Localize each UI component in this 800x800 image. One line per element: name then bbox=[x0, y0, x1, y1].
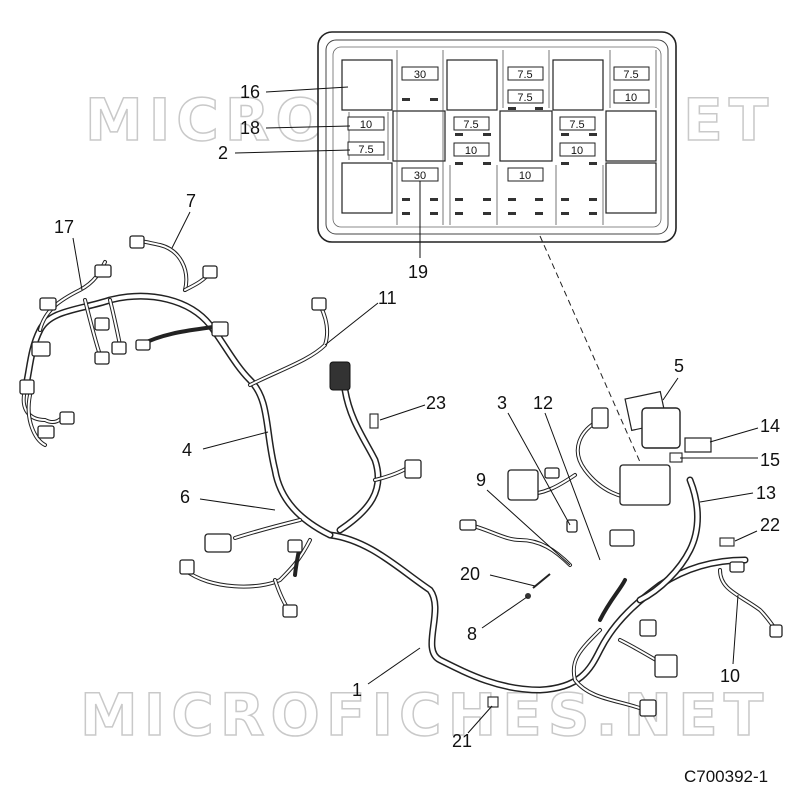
callout-8: 8 bbox=[467, 624, 477, 644]
relay-3 bbox=[552, 59, 604, 111]
sensor-part-23 bbox=[369, 413, 379, 429]
callout-6: 6 bbox=[180, 487, 190, 507]
fuse-7-5-d: 7.5 bbox=[347, 141, 385, 156]
callout-13: 13 bbox=[756, 483, 776, 503]
callout-20: 20 bbox=[460, 564, 480, 584]
ecu-module-5 bbox=[624, 390, 681, 449]
callout-7: 7 bbox=[186, 191, 196, 211]
fuse-rating: 7.5 bbox=[623, 69, 638, 81]
fuse-7-5-e: 7.5 bbox=[453, 116, 490, 131]
callout-18: 18 bbox=[240, 118, 260, 138]
fuse-rating: 10 bbox=[519, 170, 531, 182]
fuse-box: 30 7.5 7.5 7.5 10 10 7.5 7.5 bbox=[317, 31, 677, 243]
callout-4: 4 bbox=[182, 440, 192, 460]
callout-5: 5 bbox=[674, 356, 684, 376]
callout-2: 2 bbox=[218, 143, 228, 163]
callout-16: 16 bbox=[240, 82, 260, 102]
relay-2 bbox=[446, 59, 498, 111]
relay-4 bbox=[392, 110, 446, 162]
relay-6 bbox=[605, 110, 657, 162]
callout-11: 11 bbox=[378, 288, 397, 308]
fuse-10-a: 10 bbox=[613, 89, 650, 104]
callout-12: 12 bbox=[533, 393, 553, 413]
fuse-7-5-f: 7.5 bbox=[559, 116, 596, 131]
fuse-rating: 7.5 bbox=[517, 92, 532, 104]
relay-part-14 bbox=[684, 437, 712, 453]
leader-lines bbox=[72, 86, 759, 734]
fuse-10-d: 10 bbox=[559, 142, 596, 157]
fuse-10-c: 10 bbox=[453, 142, 490, 157]
fuse-rating: 7.5 bbox=[358, 144, 373, 156]
callout-10: 10 bbox=[720, 666, 740, 686]
callout-19: 19 bbox=[408, 262, 428, 282]
fuse-7-5-c: 7.5 bbox=[613, 66, 650, 81]
fuse-rating: 10 bbox=[465, 145, 477, 157]
relay-7 bbox=[341, 162, 393, 214]
callout-17: 17 bbox=[54, 217, 74, 237]
watermark-bottom: MICROFICHES.NET bbox=[80, 681, 769, 749]
relay-5 bbox=[499, 110, 553, 162]
callout-3: 3 bbox=[497, 393, 507, 413]
clip-part-22 bbox=[719, 537, 735, 547]
fuse-7-5-b: 7.5 bbox=[507, 89, 544, 104]
callout-22: 22 bbox=[760, 515, 780, 535]
clip-part-21 bbox=[487, 696, 499, 708]
relay-1 bbox=[341, 59, 393, 111]
fuse-rating: 7.5 bbox=[517, 69, 532, 81]
callout-23: 23 bbox=[426, 393, 446, 413]
callout-21: 21 bbox=[452, 731, 472, 751]
fuse-rating: 10 bbox=[571, 145, 583, 157]
callout-1: 1 bbox=[352, 680, 362, 700]
figure-id: C700392-1 bbox=[684, 767, 768, 786]
relay-8 bbox=[605, 162, 657, 214]
fuse-rating: 7.5 bbox=[463, 119, 478, 131]
fuse-7-5-a: 7.5 bbox=[507, 66, 544, 81]
fuse-30-top: 30 bbox=[401, 66, 439, 81]
callout-labels: 16 18 2 19 17 7 11 23 4 6 5 3 12 14 15 9… bbox=[54, 82, 780, 751]
callout-14: 14 bbox=[760, 416, 780, 436]
fuse-rating: 10 bbox=[360, 119, 372, 131]
fuse-rating: 30 bbox=[414, 69, 426, 81]
fuse-10-b: 10 bbox=[347, 116, 385, 131]
connectors bbox=[19, 235, 783, 717]
fuse-rating: 7.5 bbox=[569, 119, 584, 131]
fuse-10-e: 10 bbox=[507, 167, 544, 182]
fuse-rating: 30 bbox=[414, 170, 426, 182]
callout-15: 15 bbox=[760, 450, 780, 470]
fuse-30-bottom: 30 bbox=[401, 167, 439, 182]
callout-9: 9 bbox=[476, 470, 486, 490]
fuse-rating: 10 bbox=[625, 92, 637, 104]
projection-line bbox=[539, 235, 641, 463]
tie-part-20 bbox=[532, 573, 551, 589]
